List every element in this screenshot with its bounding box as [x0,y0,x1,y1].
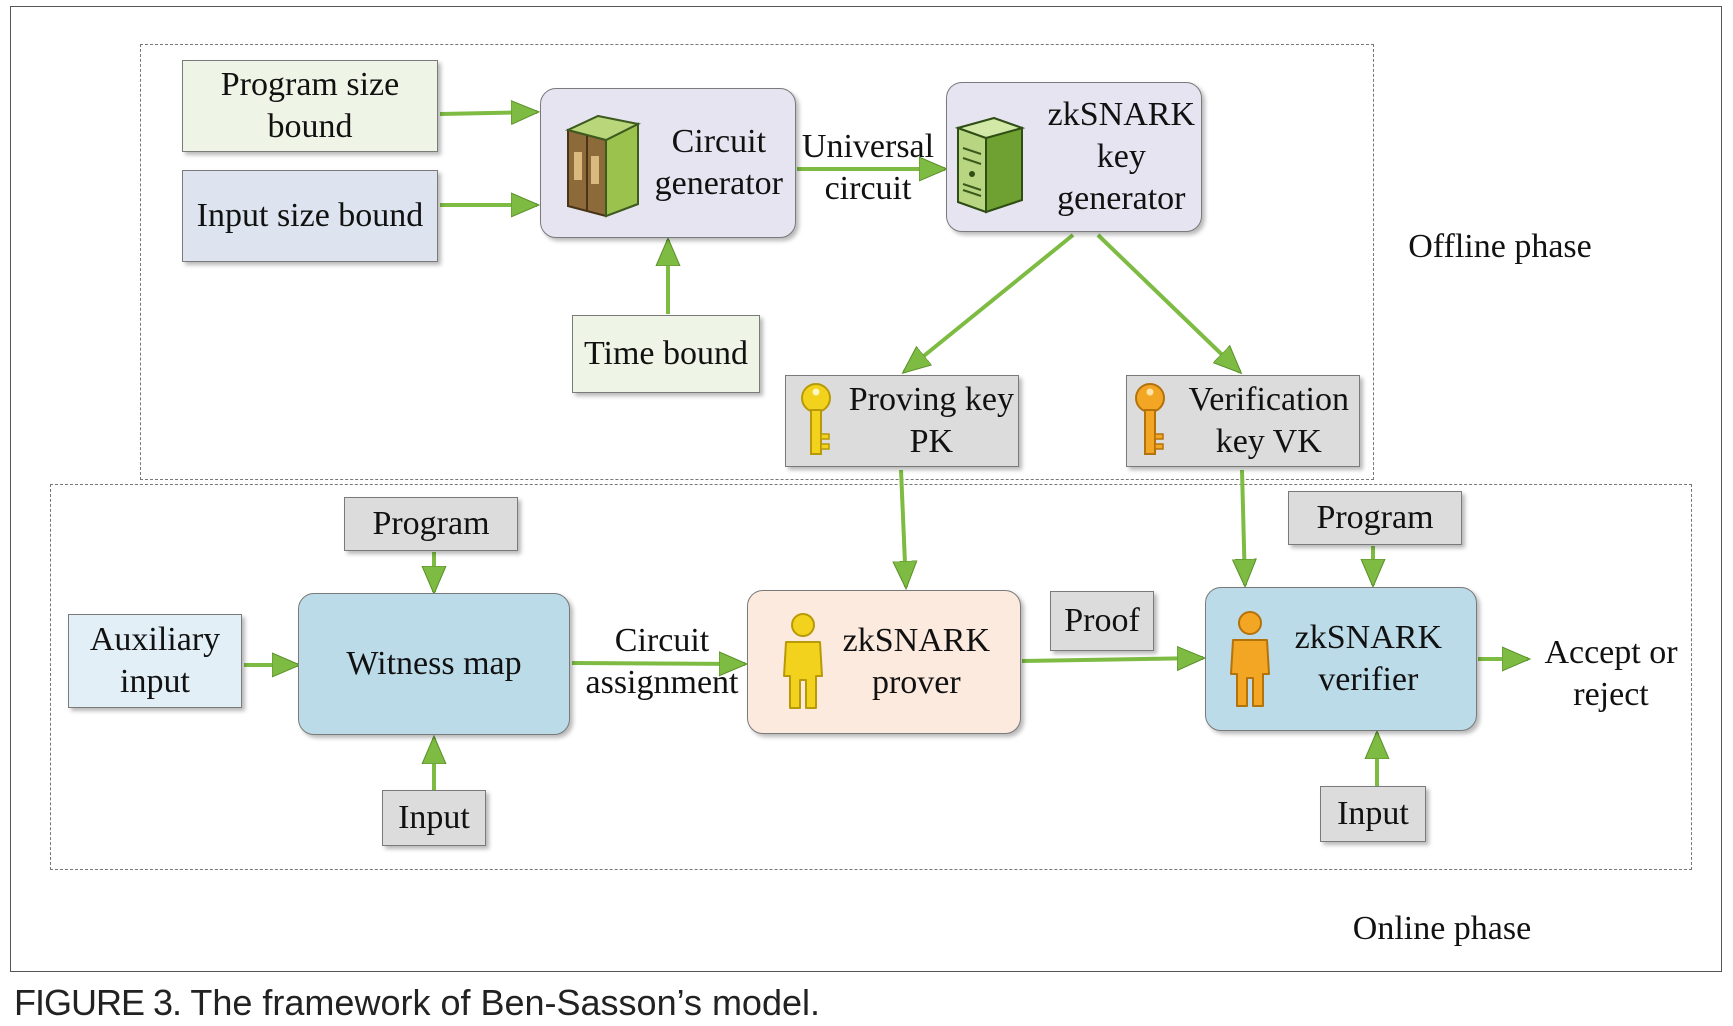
input-box-right: Input [1320,786,1426,842]
verifier-label: zkSNARK verifier [1294,619,1442,698]
arrow-program-size-to-circuit [439,112,537,114]
server-tower-icon [954,116,1026,214]
arrow-vk-to-verifier [1242,469,1245,585]
time-bound-label: Time bound [583,335,749,372]
proving-key-label: Proving key PK [848,381,1014,460]
program-right-label: Program [1316,499,1434,536]
circuit-assignment-label: Circuit assignment [585,622,739,701]
figure-caption: FIGURE 3. The framework of Ben-Sasson’s … [14,982,820,1024]
prover-box: zkSNARK prover [747,590,1021,734]
auxiliary-input-box: Auxiliary input [68,614,242,708]
input-box-left: Input [382,790,486,846]
figure-number: FIGURE 3. [14,982,182,1023]
figure-caption-text: The framework of Ben-Sasson’s model. [181,982,820,1023]
arrow-witness-to-prover [571,663,745,664]
program-box-right: Program [1288,491,1462,545]
arrow-keygen-to-vk [1096,233,1240,372]
program-left-label: Program [372,505,490,542]
input-left-label: Input [398,799,470,836]
program-size-bound-box: Program size bound [182,60,438,152]
fridge-cabinet-icon [565,114,642,218]
program-box-left: Program [344,497,518,551]
accept-or-reject-label: Accept or reject [1544,634,1678,713]
witness-map-box: Witness map [298,593,570,735]
key-generator-label: zkSNARK key generator [1047,96,1195,217]
time-bound-box: Time bound [572,315,760,393]
program-size-bound-label: Program size bound [220,66,400,145]
input-size-bound-label: Input size bound [196,197,424,234]
auxiliary-input-label: Auxiliary input [89,621,221,700]
prover-label: zkSNARK prover [842,622,990,701]
person-orange-icon [1230,611,1270,707]
arrow-pk-to-prover [901,469,906,587]
online-phase-label: Online phase [1352,910,1532,947]
arrow-keygen-to-pk [904,233,1075,372]
key-orange-icon [1135,383,1165,455]
online-phase-region [50,484,1692,870]
input-size-bound-box: Input size bound [182,170,438,262]
universal-circuit-label: Universal circuit [801,128,935,207]
offline-phase-region [140,44,1374,480]
figure-frame [10,6,1722,972]
person-yellow-icon [783,613,823,709]
proof-label: Proof [1064,602,1140,639]
verification-key-box: Verification key VK [1126,375,1360,467]
verification-key-label: Verification key VK [1188,381,1350,460]
circuit-generator-label: Circuit generator [654,123,783,202]
arrow-prover-to-verifier [1021,658,1203,661]
input-right-label: Input [1337,795,1409,832]
key-yellow-icon [801,383,831,455]
witness-map-label: Witness map [346,645,522,682]
proof-box: Proof [1050,591,1154,651]
offline-phase-label: Offline phase [1408,228,1592,265]
